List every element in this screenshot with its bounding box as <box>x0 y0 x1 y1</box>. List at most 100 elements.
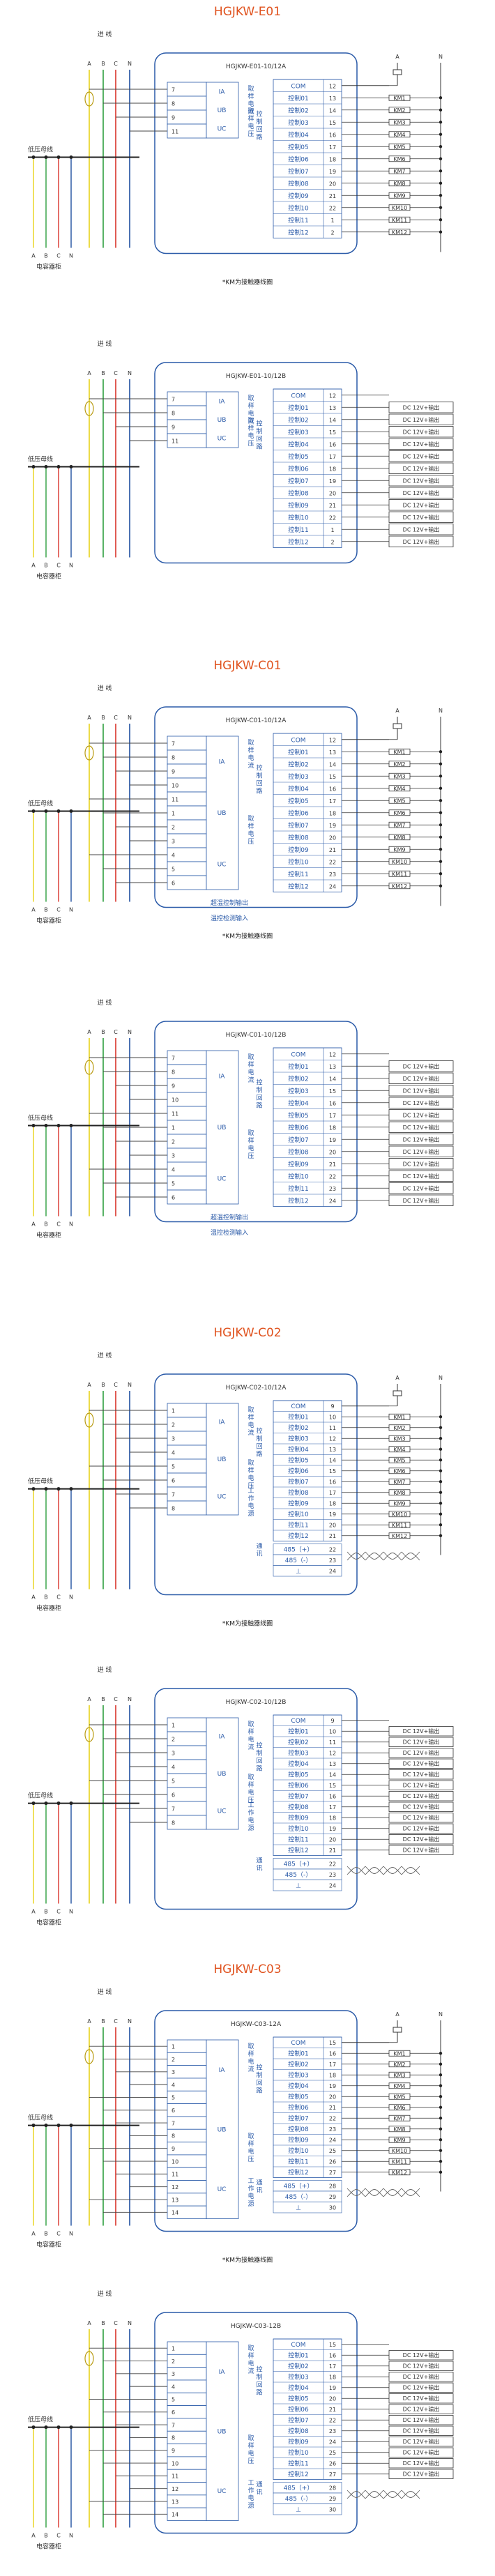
phase-letter-bottom: B <box>44 1594 48 1601</box>
dc-output-label: DC 12V+输出 <box>403 404 440 411</box>
junction-dot <box>69 1124 73 1127</box>
phase-letter-bottom: C <box>56 1221 61 1228</box>
dc-output-label: DC 12V+输出 <box>403 1836 440 1843</box>
junction-dot <box>69 809 73 813</box>
vertical-char: 控 <box>256 764 262 772</box>
vertical-char: 源 <box>247 1510 254 1518</box>
left-terminal-number: 10 <box>172 1097 178 1104</box>
vertical-char: 流 <box>247 761 254 770</box>
left-terminal-number: 9 <box>172 115 175 121</box>
left-terminal-number: 7 <box>172 1806 175 1813</box>
comm-label: 通讯 <box>256 2179 262 2195</box>
terminal-number: 17 <box>329 454 336 460</box>
supply-n-label: N <box>439 2011 443 2018</box>
comm-terminal-number: 28 <box>329 2183 336 2189</box>
cabinet-label: 电容器柜 <box>36 917 61 925</box>
left-terminal-number: 2 <box>172 2358 175 2365</box>
control-label: 控制07 <box>288 167 308 176</box>
terminal-number: 14 <box>329 1771 336 1778</box>
vertical-char: 电 <box>247 754 254 762</box>
twisted-pair <box>383 2188 402 2196</box>
junction-dot <box>439 799 443 802</box>
terminal-number: 17 <box>329 1804 336 1811</box>
vertical-char: 流 <box>247 2367 254 2375</box>
junction-dot <box>439 884 443 887</box>
terminal-number: 9 <box>330 1718 334 1724</box>
phase-letter-bottom: B <box>44 1909 48 1915</box>
control-label: 控制04 <box>288 784 309 793</box>
vertical-char: 取 <box>247 107 254 115</box>
model-label: HGJKW-C03-12A <box>231 2021 282 2028</box>
junction-dot <box>439 2117 443 2120</box>
km-note: *KM为接触器线圈 <box>222 932 273 940</box>
signal-label: IA <box>219 2369 226 2376</box>
incoming-label: 进 线 <box>98 1351 112 1359</box>
vertical-char: 压 <box>247 2156 254 2163</box>
control-label: 控制05 <box>288 797 308 805</box>
left-terminal-number: 13 <box>172 2197 178 2203</box>
dc-output-box <box>388 1845 454 1855</box>
left-terminal-number: 2 <box>172 1139 175 1145</box>
control-label: 控制03 <box>288 119 308 127</box>
left-terminal-number: 2 <box>172 1422 175 1428</box>
terminal-number: 24 <box>329 2439 336 2445</box>
dc-output-label: DC 12V+输出 <box>403 489 440 496</box>
km-label: KM6 <box>393 1468 405 1474</box>
phase-letter-bottom: B <box>44 2533 48 2539</box>
junction-dot <box>56 809 61 813</box>
incoming-label: 进 线 <box>98 684 112 692</box>
junction-dot <box>439 762 443 765</box>
vertical-char: 样 <box>247 746 254 754</box>
terminal-number: 15 <box>329 429 336 436</box>
vertical-char: 电 <box>247 1474 254 1482</box>
dc-output-label: DC 12V+输出 <box>403 477 440 484</box>
left-terminal-number: 11 <box>172 797 178 803</box>
junction-dot <box>439 1469 443 1472</box>
signal-label: UB <box>218 1456 227 1463</box>
terminal-number: 2 <box>330 229 334 236</box>
dc-output-label: DC 12V+输出 <box>403 2373 440 2380</box>
junction-dot <box>31 1124 36 1127</box>
terminal-number: 14 <box>329 1076 336 1082</box>
km-label: KM1 <box>393 749 405 755</box>
junction-dot <box>44 1124 48 1127</box>
junction-dot <box>439 169 443 173</box>
left-terminal-number: 9 <box>172 2448 175 2454</box>
terminal-number: 17 <box>329 2061 336 2068</box>
control-label: 控制12 <box>288 1532 308 1540</box>
phase-letter-bottom: N <box>69 2533 73 2539</box>
junction-dot <box>44 465 48 468</box>
vertical-char: 回 <box>256 2080 262 2087</box>
phase-letter-top: A <box>87 1029 91 1035</box>
dc-output-label: DC 12V+输出 <box>403 2416 440 2423</box>
junction-dot <box>439 194 443 197</box>
phase-letter-bottom: N <box>69 1221 73 1228</box>
vertical-char: 流 <box>247 1743 254 1751</box>
phase-letter-top: C <box>114 1029 118 1035</box>
vertical-char: 压 <box>247 838 254 846</box>
km-label: KM8 <box>393 181 405 187</box>
junction-dot <box>44 809 48 813</box>
km-label: KM2 <box>393 1425 405 1431</box>
junction-dot <box>439 145 443 148</box>
terminal-number: 18 <box>329 466 336 472</box>
comm-terminal-label: 485（-） <box>285 2495 312 2503</box>
supply-a-label: A <box>395 708 399 714</box>
vertical-char: 电 <box>247 122 254 130</box>
twisted-pair <box>346 2491 366 2499</box>
dc-output-box <box>388 2437 454 2447</box>
dc-output-label: DC 12V+输出 <box>403 1728 440 1735</box>
comm-terminal-number: 23 <box>329 1872 336 1878</box>
vertical-char: 流 <box>247 417 254 425</box>
left-terminal-number: 9 <box>172 425 175 431</box>
model-label: HGJKW-C02-10/12B <box>226 1699 287 1706</box>
junction-dot <box>31 1487 36 1491</box>
comm-terminal-label: 485（-） <box>285 2193 312 2201</box>
vertical-char: 通 <box>256 2481 262 2489</box>
control-label: 控制02 <box>288 1738 308 1746</box>
